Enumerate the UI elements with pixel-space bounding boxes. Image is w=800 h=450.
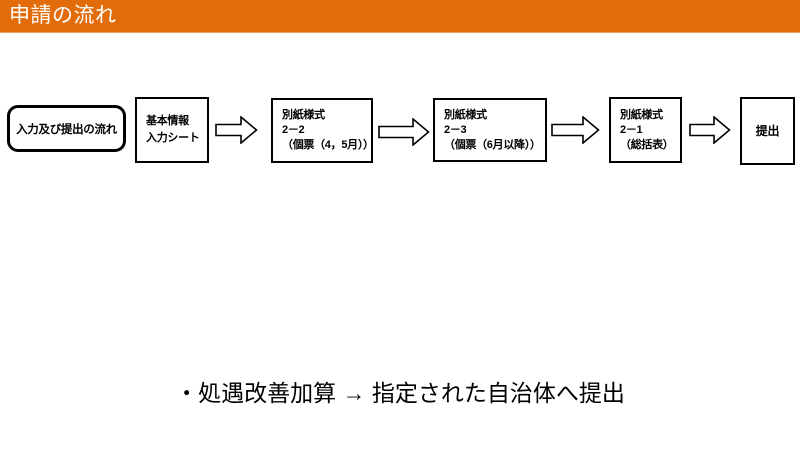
flow-step-basic-info-sheet: 基本情報 入力シート	[135, 97, 209, 163]
flow-step-form-2-3: 別紙様式 2－3 （個票（6月以降））	[433, 98, 547, 162]
step-line: 別紙様式	[444, 108, 487, 121]
right-block-arrow-icon	[215, 116, 258, 144]
step-line: 提出	[755, 123, 780, 138]
step-line: 2－2	[282, 124, 305, 136]
step-line: 2－3	[444, 123, 467, 136]
note-text: ・処遇改善加算 → 指定された自治体へ提出	[175, 380, 625, 406]
right-block-arrow-icon	[689, 116, 731, 144]
right-block-arrow-icon	[378, 118, 430, 146]
step-line: 別紙様式	[282, 109, 325, 121]
step-line: （個票（6月以降））	[444, 138, 541, 151]
flow-intro-box: 入力及び提出の流れ	[7, 105, 126, 152]
step-line: 入力シート	[146, 132, 200, 144]
step-line: 2－1	[620, 123, 643, 136]
page-title: 申請の流れ	[9, 4, 117, 27]
step-line: 基本情報	[146, 115, 189, 127]
step-line: （個票（4，5月））	[282, 139, 374, 151]
step-line: 別紙様式	[620, 108, 663, 121]
flow-step-form-2-2: 別紙様式 2－2 （個票（4，5月））	[271, 98, 374, 163]
flow-step-form-2-1: 別紙様式 2－1 （総括表）	[609, 97, 682, 163]
right-block-arrow-icon	[551, 116, 600, 144]
flow-step-submit: 提出	[740, 97, 795, 165]
step-line: （総括表）	[620, 138, 674, 151]
flow-intro-label: 入力及び提出の流れ	[16, 123, 117, 136]
slide-header: 申請の流れ	[0, 0, 800, 33]
